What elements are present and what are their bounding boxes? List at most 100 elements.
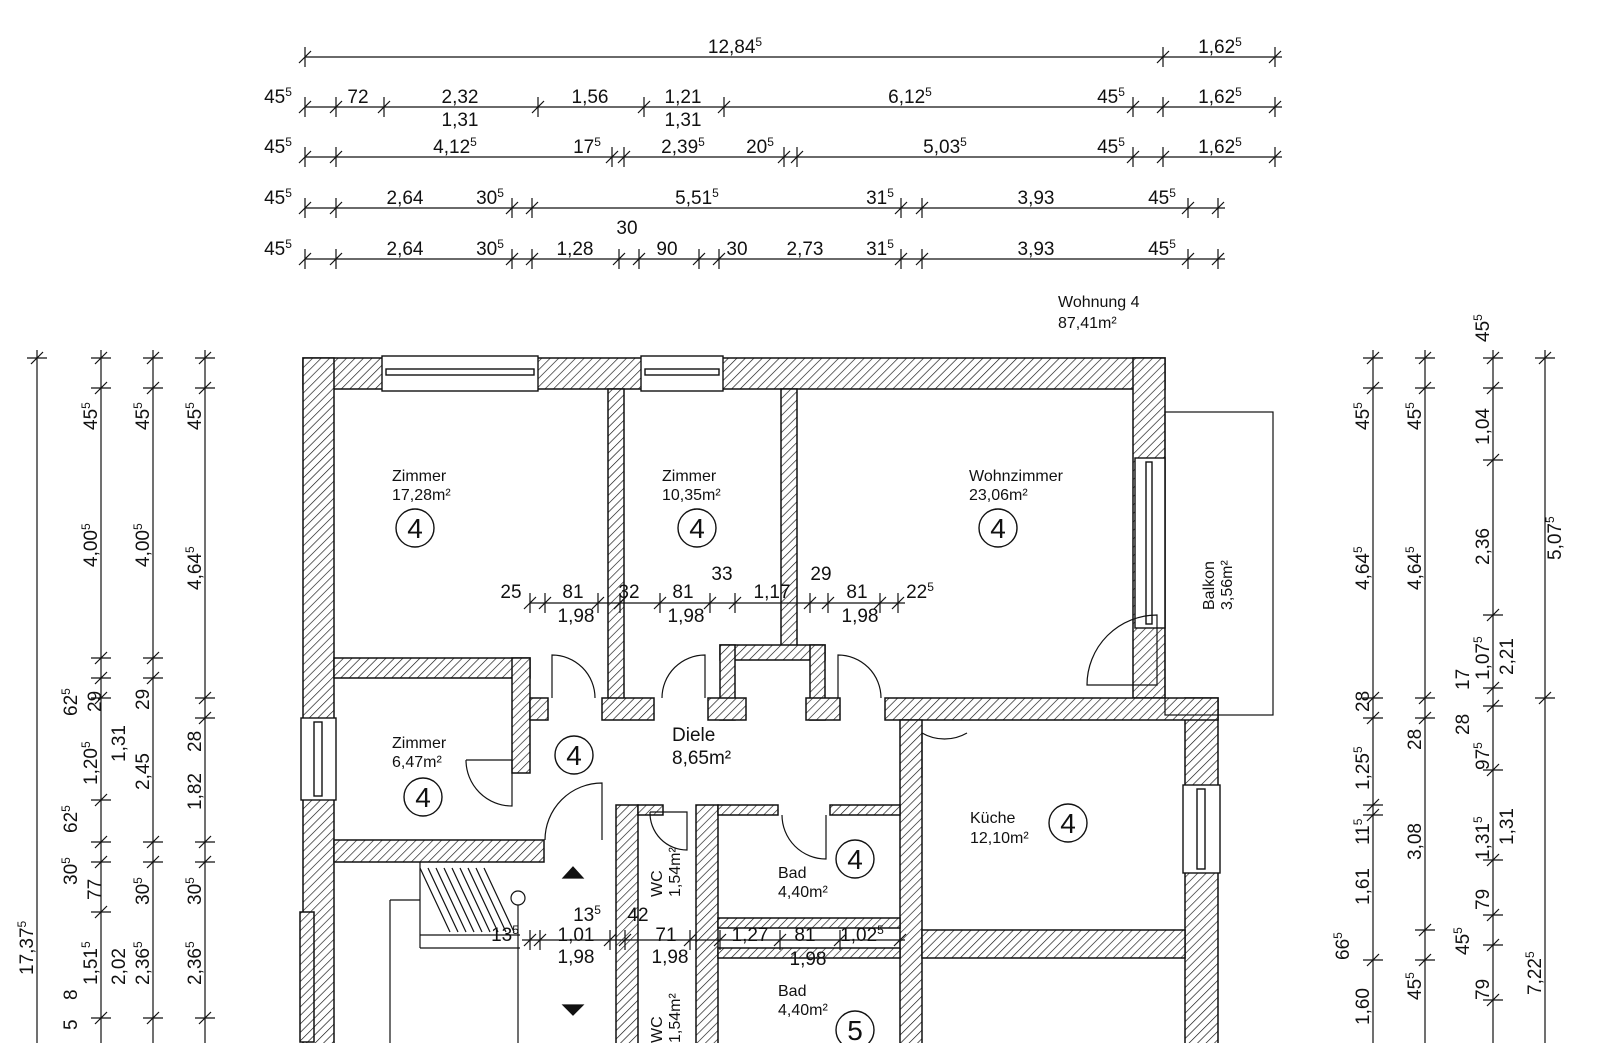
- dim-r5-1: 2,64: [387, 239, 424, 260]
- dim-in-l6: 1,98: [652, 947, 689, 968]
- dim-r2-1: 72: [347, 87, 368, 108]
- dim-r4-1: 2,64: [387, 188, 424, 209]
- dim-l-c2-0: 455: [79, 402, 102, 430]
- dim-l-c4-1: 4,005: [131, 523, 154, 567]
- room-area: 23,06m²: [969, 487, 1028, 504]
- dim-r3-4: 205: [746, 135, 774, 158]
- dim-l-c5-4: 305: [183, 877, 206, 905]
- room-diele: Diele 8,65m² 4: [554, 725, 731, 775]
- room-area: 1,54m²: [667, 847, 684, 897]
- room-bad-2: Bad 4,40m² 5: [778, 983, 875, 1043]
- room-balkon: Balkon 3,56m²: [1201, 560, 1236, 610]
- dim-r-c3-1: 1,04: [1473, 408, 1494, 445]
- room-name: Balkon: [1201, 561, 1218, 610]
- room-tag: 4: [415, 782, 431, 813]
- room-area: 12,10m²: [970, 830, 1029, 847]
- dim-l-c2-8: 5: [61, 1019, 82, 1030]
- dim-r5-0: 455: [264, 237, 292, 260]
- dim-in-u2: 1,98: [558, 606, 595, 627]
- dim-r4-0: 455: [264, 186, 292, 209]
- room-area: 3,56m²: [1219, 560, 1236, 610]
- room-area: 8,65m²: [672, 748, 731, 769]
- dim-l-c4-4: 305: [131, 877, 154, 905]
- room-name: WC: [649, 1016, 666, 1043]
- dim-l-c2-1: 4,005: [79, 523, 102, 567]
- dim-r2-3: 1,31: [442, 110, 479, 131]
- dim-r4-2: 305: [476, 186, 504, 209]
- dim-r3-0: 455: [264, 135, 292, 158]
- dim-in-l8: 81: [794, 925, 815, 946]
- dim-in-l10: 1,98: [790, 949, 827, 970]
- room-area: 1,54m²: [667, 993, 684, 1043]
- room-tag: 4: [407, 513, 423, 544]
- dim-r4-4: 315: [866, 186, 894, 209]
- dim-in-l3: 1,98: [558, 947, 595, 968]
- dim-in-u3: 32: [618, 582, 639, 603]
- dim-in-l1: 135: [491, 923, 519, 946]
- dim-r4-5: 3,93: [1018, 188, 1055, 209]
- dim-r3-6: 455: [1097, 135, 1125, 158]
- dim-in-u5: 1,98: [668, 606, 705, 627]
- dim-r4-6: 455: [1148, 186, 1176, 209]
- room-tag: 4: [847, 844, 863, 875]
- dim-r4-3: 5,515: [675, 186, 719, 209]
- dim-r-c1-7: 1,60: [1353, 988, 1374, 1025]
- dim-l-c2-7: 8: [61, 989, 82, 1000]
- dim-l-c3-1: 1,31: [109, 725, 130, 762]
- dim-r2-5: 1,21: [665, 87, 702, 108]
- room-name: WC: [649, 870, 666, 897]
- dim-in-u11: 225: [906, 580, 934, 603]
- unit-name: Wohnung 4: [1058, 294, 1140, 311]
- dim-in-l0: 135: [573, 903, 601, 926]
- dim-r2-8: 455: [1097, 85, 1125, 108]
- dim-r-c1-4: 1,61: [1353, 868, 1374, 905]
- dim-r-c4-3: 7,225: [1523, 951, 1546, 995]
- dim-l-c5-0: 455: [183, 402, 206, 430]
- dim-in-u8: 29: [810, 564, 831, 585]
- dim-r-c1-2: 28: [1353, 691, 1374, 712]
- dim-r2-7: 6,125: [888, 85, 932, 108]
- dim-l-c4-3: 2,45: [133, 753, 154, 790]
- room-wc-2: WC 1,54m²: [649, 993, 684, 1043]
- room-name: Wohnzimmer: [969, 468, 1064, 485]
- dim-r5-5: 90: [656, 239, 677, 260]
- dim-r5-10: 455: [1148, 237, 1176, 260]
- doors: [465, 614, 1158, 860]
- top-dimension-chains: [305, 56, 1282, 260]
- dim-r-c1-5: 115: [1351, 818, 1374, 845]
- room-area: 6,47m²: [392, 754, 442, 771]
- dim-r-c2-4: 455: [1403, 972, 1426, 1000]
- room-area: 4,40m²: [778, 884, 828, 901]
- dim-l-c3-2: 77: [85, 879, 106, 900]
- left-dim-labels: 17,375 455 4,005 625 1,205 625 305 1,515…: [15, 402, 206, 1030]
- dim-r-c3-0: 455: [1471, 314, 1494, 342]
- staircase: [389, 862, 585, 1043]
- dim-l-c1-0: 17,375: [15, 920, 38, 975]
- room-name: Bad: [778, 865, 806, 882]
- dim-r2-6: 1,31: [665, 110, 702, 131]
- dim-in-l9: 1,025: [840, 923, 884, 946]
- dim-l-c4-5: 2,365: [131, 941, 154, 985]
- right-dimension-lines: [1372, 350, 1546, 1043]
- room-name: Zimmer: [662, 468, 717, 485]
- dim-r-c3-6: 975: [1471, 742, 1494, 770]
- room-tag: 4: [990, 513, 1006, 544]
- dim-r2-2: 2,32: [442, 87, 479, 108]
- dim-in-u9: 81: [846, 582, 867, 603]
- dim-l-c2-2: 625: [59, 688, 82, 716]
- dim-r-c3-3: 17: [1453, 669, 1474, 690]
- room-zimmer-1: Zimmer 17,28m² 4: [392, 468, 451, 548]
- room-tag: 4: [1060, 808, 1076, 839]
- room-area: 17,28m²: [392, 487, 451, 504]
- room-tag: 4: [689, 513, 705, 544]
- dim-in-u1: 81: [562, 582, 583, 603]
- dim-r2-9: 1,625: [1198, 85, 1242, 108]
- top-dimension-ticks: [298, 46, 1282, 270]
- dim-r3-3: 2,395: [661, 135, 705, 158]
- dim-in-l5: 71: [655, 925, 676, 946]
- dim-r-c2-0: 455: [1403, 402, 1426, 430]
- dim-in-l2: 1,01: [558, 925, 595, 946]
- dim-r5-7: 2,73: [787, 239, 824, 260]
- room-name: Bad: [778, 983, 806, 1000]
- dim-l-c3-0: 29: [85, 691, 106, 712]
